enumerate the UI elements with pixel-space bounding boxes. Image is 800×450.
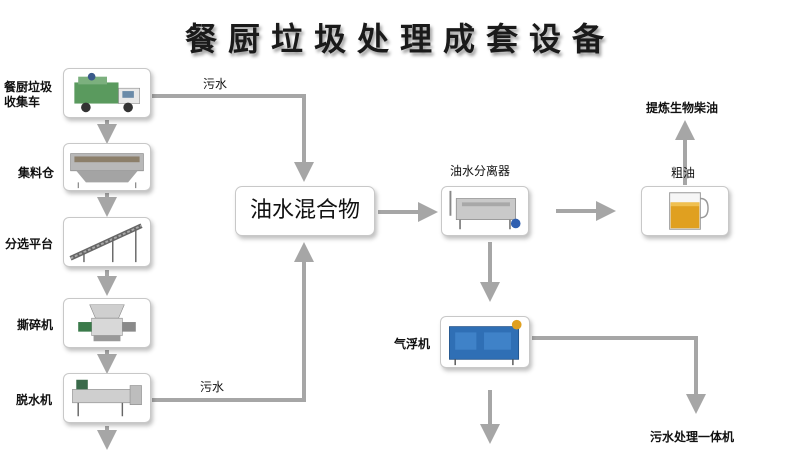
label-dewater: 脱水机	[16, 393, 53, 407]
image-shredder	[63, 298, 151, 348]
node-oil-water-mixture: 油水混合物	[235, 186, 375, 236]
image-dewatering-machine	[63, 373, 151, 423]
label-truck: 餐厨垃圾收集车	[4, 80, 60, 110]
label-truck-text: 餐厨垃圾收集车	[4, 80, 53, 109]
image-sorting-platform	[63, 217, 151, 267]
edge-label-wastewater-bottom: 污水	[200, 380, 225, 394]
label-flotation: 气浮机	[394, 337, 431, 351]
image-flotation-machine	[440, 316, 530, 368]
label-storage: 集料仓	[18, 166, 55, 180]
image-storage-bin	[63, 143, 151, 191]
image-oil-water-separator	[441, 186, 529, 236]
label-shredder: 撕碎机	[17, 318, 54, 332]
edge-label-wastewater-top: 污水	[203, 77, 228, 91]
arrow-truck-wastewater	[152, 94, 314, 182]
diagram-title: 餐厨垃圾处理成套设备	[184, 20, 615, 58]
arrow-flotation-to-wastewater	[532, 336, 706, 414]
label-sorting: 分选平台	[5, 237, 54, 251]
label-crude-oil: 粗油	[671, 166, 696, 180]
image-crude-oil-beaker	[641, 186, 729, 236]
image-collection-truck	[63, 68, 151, 118]
label-separator: 油水分离器	[450, 164, 511, 178]
label-biodiesel: 提炼生物柴油	[646, 101, 719, 115]
label-wastewater-unit: 污水处理一体机	[650, 430, 735, 444]
arrow-dewater-wastewater	[152, 242, 314, 402]
